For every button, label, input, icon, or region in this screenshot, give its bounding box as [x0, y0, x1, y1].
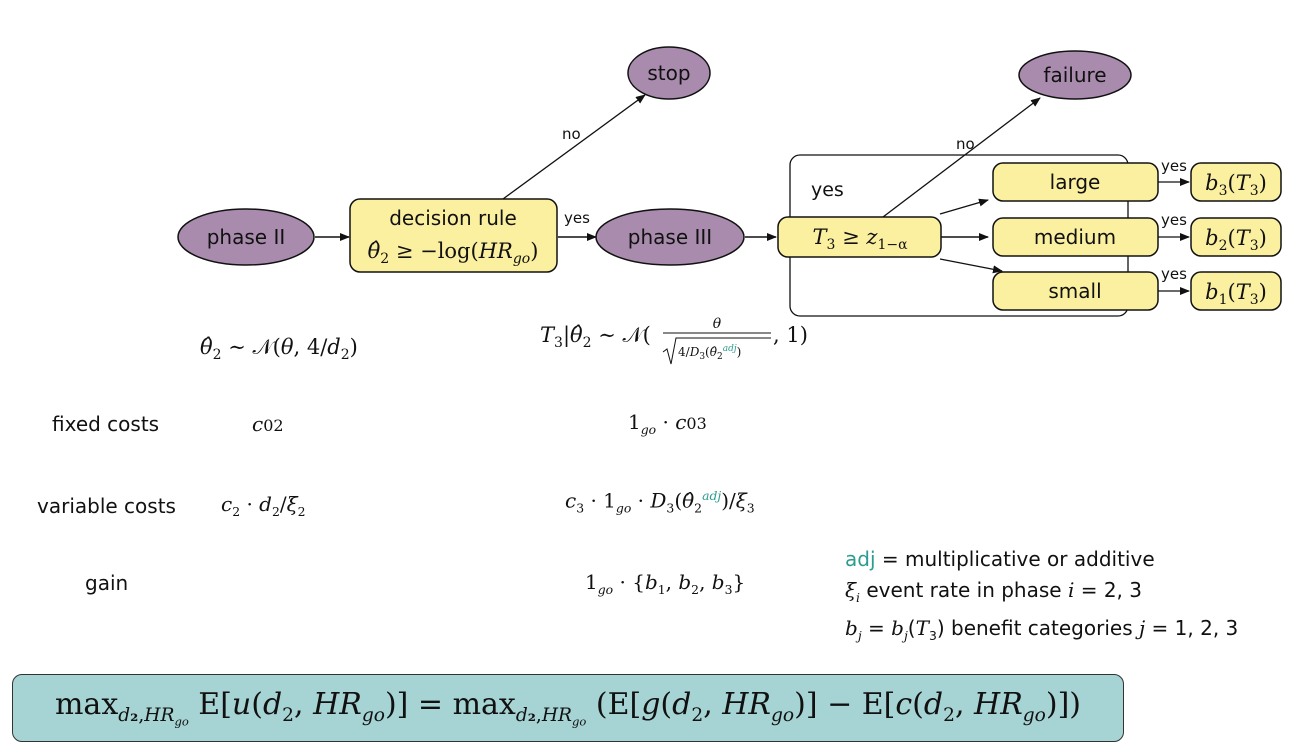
test-formula: T3 ≥ z1−α — [812, 225, 908, 253]
svg-text:phase III: phase III — [628, 225, 712, 249]
edge-label-no-failure: no — [956, 135, 975, 153]
edge-test-small — [939, 258, 1003, 274]
edge-label-no-stop: no — [562, 125, 581, 143]
svg-text:b2(T3): b2(T3) — [1205, 226, 1267, 254]
objective-formula: maxd₂,HRgo E[u(d2, HRgo)] = maxd₂,HRgo (… — [12, 674, 1124, 742]
legend-line-b: bj = bj(T3) benefit categories j = 1, 2,… — [845, 616, 1239, 643]
gain-phase3: 1go · {b1, b2, b3} — [585, 570, 746, 597]
edge-test-large — [939, 198, 989, 215]
fixed-costs-phase2: c02 — [252, 412, 284, 436]
edge-label-yes-large: yes — [1161, 157, 1187, 175]
node-failure: failure — [1018, 50, 1132, 100]
legend: adj = multiplicative or additive ξi even… — [845, 544, 1238, 651]
node-decision-rule: decision rule θ̂2 ≥ −log(HRgo) — [349, 198, 558, 273]
edge-decision-stop — [502, 94, 646, 200]
svg-text:decision rule: decision rule — [389, 206, 517, 230]
svg-text:, 1): , 1) — [773, 323, 808, 347]
edge-test-failure — [882, 97, 1041, 218]
node-medium: medium — [992, 217, 1159, 257]
variable-costs-phase3: c3 · 1go · D3(θ̂2adj)/ξ3 — [565, 488, 755, 516]
node-b1: b1(T3) — [1190, 271, 1282, 311]
variable-costs-label: variable costs — [37, 494, 176, 518]
svg-text:4/D3(θ̂2adj): 4/D3(θ̂2adj) — [678, 344, 741, 362]
svg-text:b1(T3): b1(T3) — [1205, 280, 1267, 308]
node-test: T3 ≥ z1−α — [777, 216, 942, 258]
decision-rule-formula: θ̂2 ≥ −log(HRgo) — [368, 239, 539, 267]
node-phase-iii: phase III — [595, 208, 745, 266]
legend-line-xi: ξi event rate in phase i = 2, 3 — [845, 578, 1142, 605]
svg-text:small: small — [1048, 279, 1101, 303]
variable-costs-phase2: c2 · d2/ξ2 — [221, 492, 306, 519]
svg-text:phase II: phase II — [207, 225, 286, 249]
svg-text:T3|θ̂2 ∼ 𝒩(: T3|θ̂2 ∼ 𝒩( — [540, 323, 651, 351]
fixed-costs-phase3: 1go · c03 — [628, 410, 707, 437]
node-large: large — [992, 162, 1159, 202]
phase3-distribution: T3|θ̂2 ∼ 𝒩( θ 4/D3(θ̂2adj) , 1) — [540, 316, 808, 365]
svg-text:θ: θ — [713, 316, 722, 332]
svg-text:b3(T3): b3(T3) — [1205, 171, 1267, 199]
node-b3: b3(T3) — [1190, 162, 1282, 202]
node-stop: stop — [627, 46, 711, 100]
fixed-costs-label: fixed costs — [52, 412, 160, 436]
node-b2: b2(T3) — [1190, 217, 1282, 257]
edge-label-yes-small: yes — [1161, 265, 1187, 283]
svg-text:stop: stop — [647, 61, 690, 85]
legend-line-adj: adj = multiplicative or additive — [845, 547, 1155, 571]
edge-label-yes-medium: yes — [1161, 211, 1187, 229]
node-small: small — [992, 271, 1159, 311]
svg-text:medium: medium — [1034, 225, 1116, 249]
edge-label-yes-box: yes — [811, 179, 844, 201]
node-phase-ii: phase II — [177, 208, 315, 266]
edge-label-yes-phase3: yes — [564, 209, 590, 227]
phase2-distribution: θ̂2 ∼ 𝒩(θ, 4/d2) — [200, 335, 358, 363]
svg-text:large: large — [1050, 170, 1101, 194]
svg-text:failure: failure — [1043, 63, 1106, 87]
gain-label: gain — [85, 571, 129, 595]
